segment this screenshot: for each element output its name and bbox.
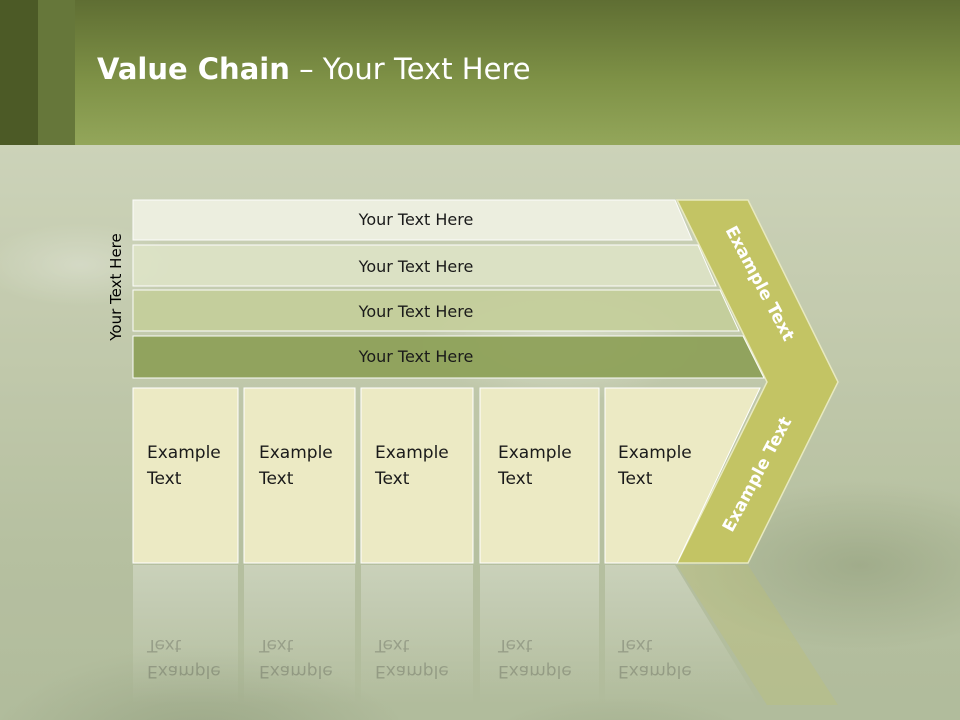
activity-cell-2 (243, 387, 356, 564)
chevron-arrow (675, 199, 839, 564)
row-label-4: Your Text Here (358, 347, 474, 366)
row-band-4 (132, 335, 765, 379)
activity-cell-5 (604, 387, 761, 564)
row-label-3: Your Text Here (358, 302, 474, 321)
cell-reflection (133, 565, 238, 705)
cell-reflection (244, 565, 355, 705)
cell-reflection (480, 565, 599, 705)
header-accent-strip (38, 0, 75, 145)
cell-reflection (605, 565, 760, 705)
header-accent-strip (0, 0, 38, 145)
row-label-1: Your Text Here (358, 210, 474, 229)
activity-cell-1 (132, 387, 239, 564)
arrow-reflection (677, 565, 838, 705)
activity-cell-4 (479, 387, 600, 564)
row-band-2 (132, 244, 717, 287)
title-bar: Value Chain – Your Text Here (0, 0, 960, 145)
activity-cell-3 (360, 387, 474, 564)
reflection-group (133, 565, 838, 705)
row-band-3 (132, 289, 740, 332)
slide-title: Value Chain – Your Text Here (97, 52, 531, 86)
row-band-1 (132, 199, 693, 241)
row-label-2: Your Text Here (358, 257, 474, 276)
cell-reflection (361, 565, 473, 705)
